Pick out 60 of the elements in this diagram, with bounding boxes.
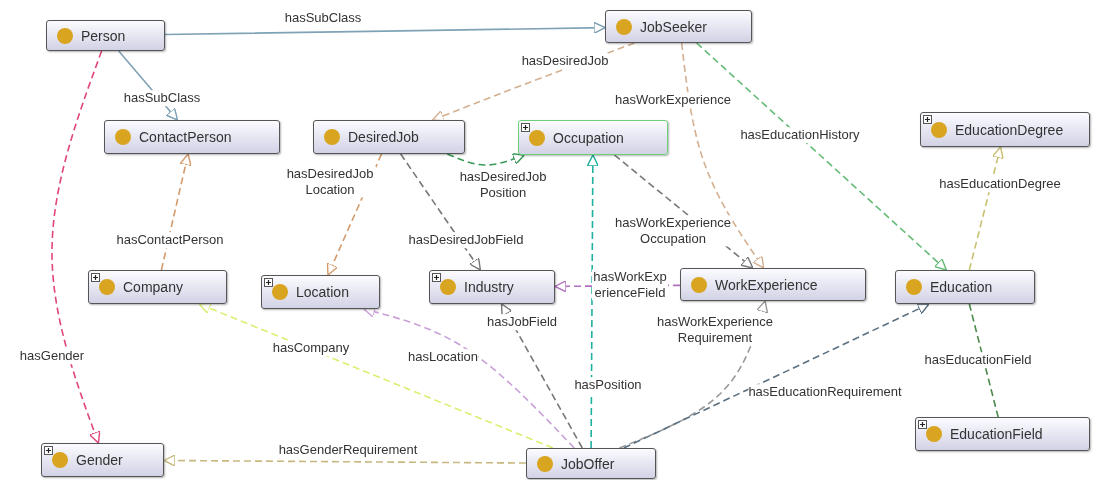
edge-label: hasDesiredJobLocation (284, 166, 376, 198)
class-name: ContactPerson (139, 129, 232, 145)
edge-label: hasEducationField (924, 352, 1032, 368)
arrow (160, 153, 192, 271)
edge-label: hasPosition (574, 377, 642, 393)
class-node (915, 417, 1090, 451)
arrow (198, 302, 554, 449)
edge-label: hasEducationDegree (939, 176, 1061, 192)
edge-label: hasSubClass (123, 90, 201, 106)
edge-label: hasEducationHistory (740, 127, 860, 143)
class-name: Gender (76, 452, 123, 468)
class-node (104, 120, 280, 154)
edge-label: hasContactPerson (116, 232, 224, 248)
class-name: EducationField (950, 426, 1043, 442)
arrow (51, 50, 103, 444)
class-node (88, 270, 227, 304)
edge-label: hasWorkExperienceRequirement (655, 314, 775, 346)
class-name: Education (930, 279, 993, 295)
class-name: Person (81, 27, 126, 44)
class-node (429, 270, 555, 304)
edge-label: hasWorkExperienceField (592, 269, 668, 301)
class-name: WorkExperience (715, 276, 818, 293)
class-name: JobOffer (561, 455, 615, 472)
class-node (41, 443, 164, 477)
class-node (46, 20, 165, 51)
class-node (895, 270, 1035, 304)
class-node (526, 448, 656, 479)
arrow (695, 42, 948, 271)
arrow (968, 146, 1004, 271)
class-name: JobSeeker (640, 18, 707, 35)
class-name: Company (123, 279, 183, 295)
arrow (399, 153, 482, 271)
arrow (618, 300, 769, 449)
edge-label: hasGender (19, 348, 85, 364)
class-name: EducationDegree (955, 121, 1064, 138)
class-name: Industry (464, 279, 514, 295)
edge-label: hasJobField (486, 314, 558, 330)
edge-label: hasCompany (272, 340, 350, 356)
arrow (500, 303, 584, 449)
class-node (920, 112, 1090, 147)
class-node (518, 120, 668, 155)
edge-label: hasDesiredJobField (408, 232, 524, 248)
class-node (313, 120, 465, 154)
edge-label: hasWorkExperience (614, 92, 732, 108)
class-node (261, 275, 380, 309)
arrow (164, 21, 606, 36)
class-name: DesiredJob (348, 129, 419, 145)
edge-label: hasGenderRequirement (278, 442, 418, 458)
class-name: Location (296, 284, 349, 300)
class-node (605, 10, 752, 43)
edge-label: hasEducationRequirement (748, 384, 902, 400)
class-node (680, 268, 866, 301)
arrow (446, 153, 526, 166)
arrow (586, 154, 600, 449)
edge-label: hasDesiredJob (521, 53, 609, 69)
arrow (163, 454, 527, 467)
class-name: Occupation (553, 129, 624, 146)
edge-label: hasWorkExperienceOccupation (614, 215, 732, 247)
arrow (680, 42, 765, 269)
arrow (623, 303, 930, 449)
